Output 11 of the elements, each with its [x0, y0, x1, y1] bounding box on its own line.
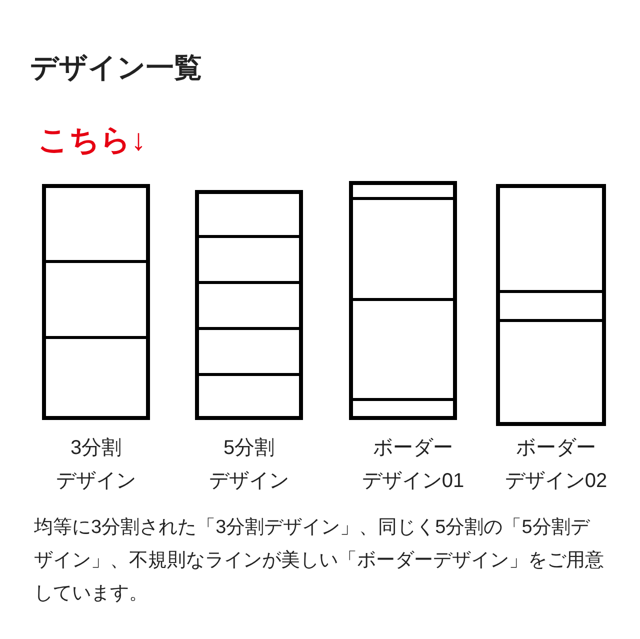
description-paragraph: 均等に3分割された「3分割デザイン」、同じく5分割の「5分割デザイン」、不規則なラインが美しい「ボーダーデザイン」をご用意しています。 [34, 516, 605, 606]
panel-caption: 5分割デザイン [208, 436, 290, 494]
heading: デザイン一覧 [30, 51, 202, 85]
panel-caption: ボーダーデザイン01 [360, 436, 466, 494]
panel-frame-drawing [42, 184, 150, 420]
panel-frame-drawing [349, 181, 457, 420]
panel-caption: 3分割デザイン [55, 436, 137, 494]
panel-caption: ボーダーデザイン02 [504, 436, 608, 494]
pointer-note: こちら↓ [38, 123, 146, 159]
panel-frame-drawing [496, 184, 606, 426]
panel-frame-drawing [195, 190, 303, 420]
